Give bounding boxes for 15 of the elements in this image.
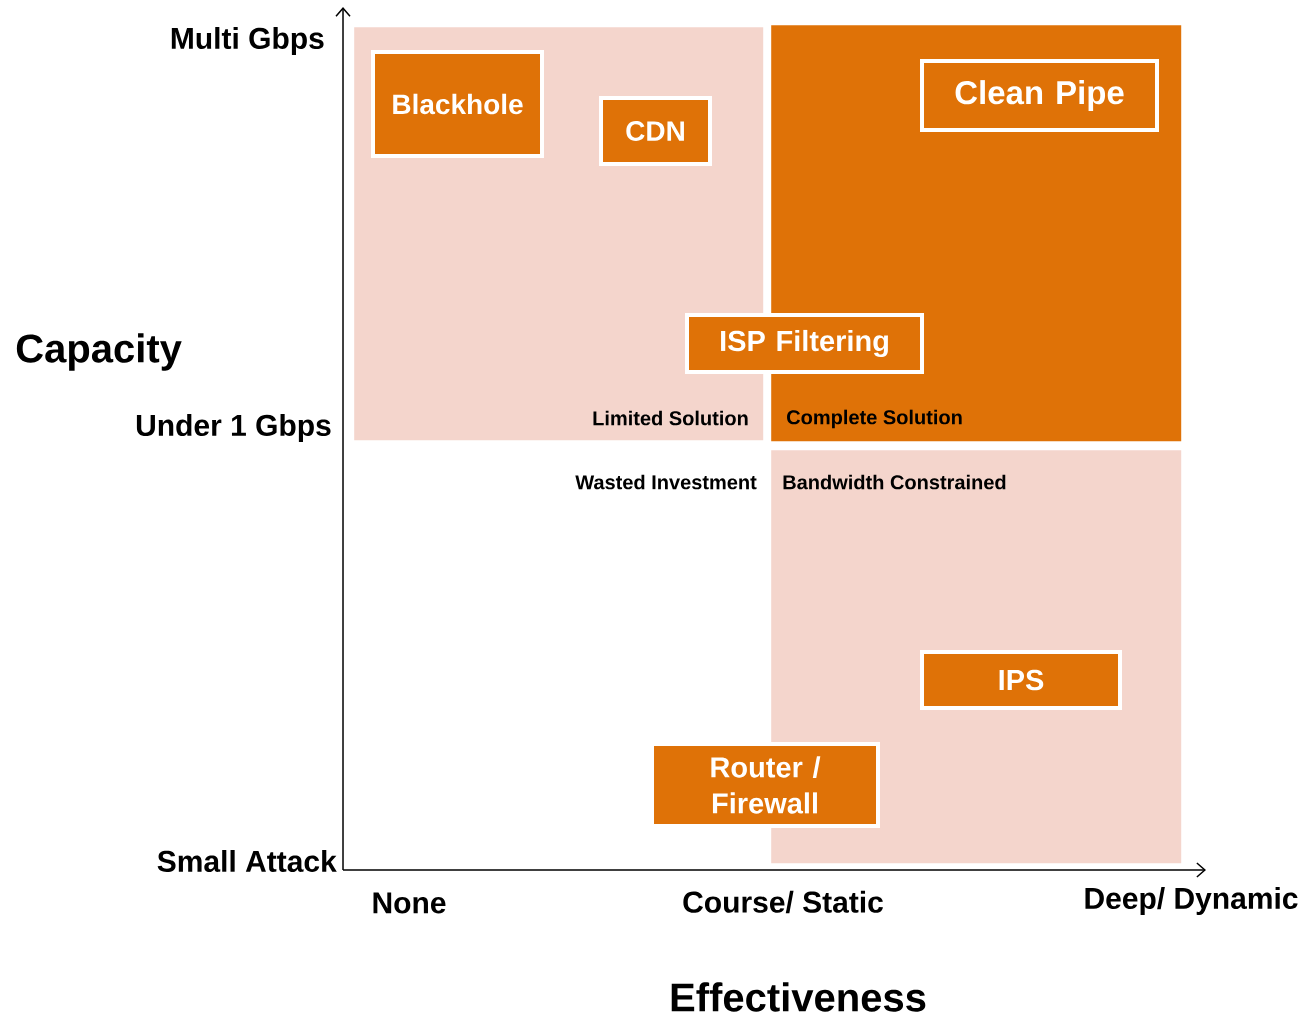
axis-tick-label: Deep/ Dynamic xyxy=(1085,887,1298,915)
quadrant-label: Wasted Investment xyxy=(575,474,757,490)
label-box: IPS xyxy=(920,650,1122,710)
label-box: Router / Firewall xyxy=(650,742,880,828)
axis-tick-label: Under 1 Gbps xyxy=(136,414,331,442)
label-box: ISP Filtering xyxy=(685,313,924,374)
axis-title: Effectiveness xyxy=(671,982,926,1012)
label-box: CDN xyxy=(599,96,712,166)
axis-tick-label: Multi Gbps xyxy=(171,27,324,55)
axis-tick-label: Small Attack xyxy=(157,850,337,872)
label-box: Clean Pipe xyxy=(920,59,1159,132)
axis-tick-label: Course/ Static xyxy=(683,890,883,914)
label-box: Blackhole xyxy=(371,50,544,158)
axis-tick-label: None xyxy=(373,892,446,914)
axis-title: Capacity xyxy=(16,333,182,371)
